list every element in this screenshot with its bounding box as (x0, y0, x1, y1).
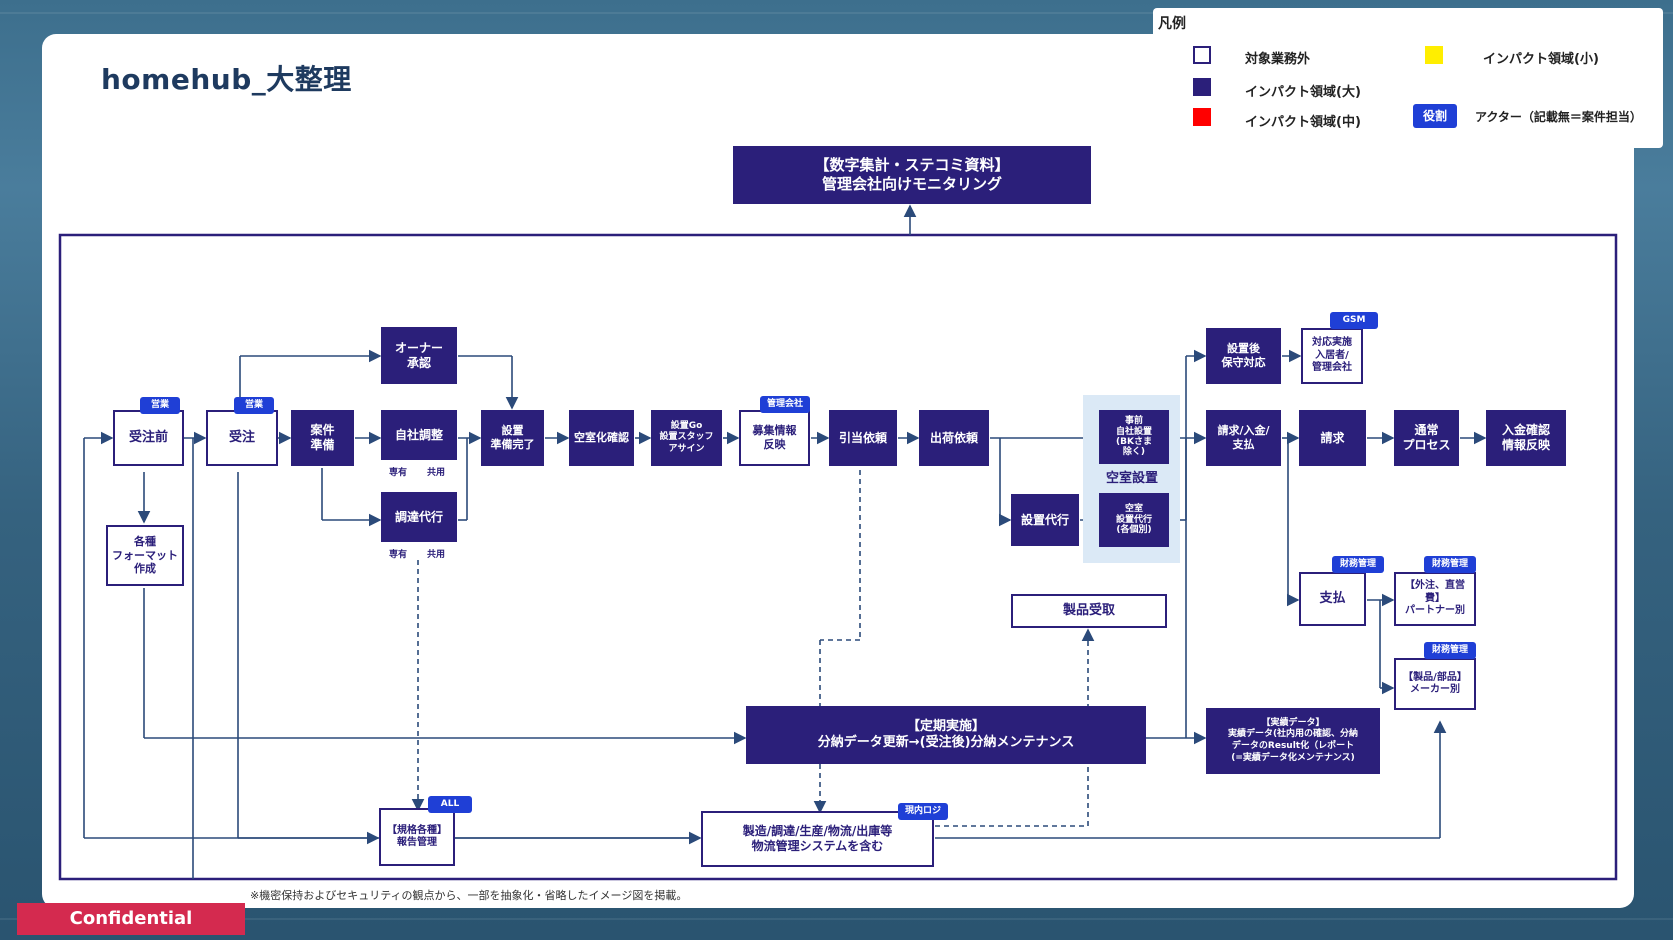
node-normal-process[interactable]: 通常 プロセス (1394, 410, 1459, 466)
legend-label-out-of-scope: 対象業務外 (1245, 52, 1311, 67)
legend-label-medium: インパクト領域(中) (1245, 115, 1361, 130)
label-vacant-install: 空室設置 (1105, 470, 1158, 486)
background-wave (0, 918, 1673, 920)
node-billing-payment[interactable]: 請求/入金/ 支払 (1206, 410, 1281, 466)
node-partner-breakdown[interactable]: 【外注、直営費】 パートナー別 (1394, 572, 1476, 626)
actor-tag-gsm: GSM (1330, 312, 1378, 329)
actor-tag-finance: 財務管理 (1424, 556, 1476, 573)
legend-label-small: インパクト領域(小) (1483, 52, 1599, 67)
node-case-prep[interactable]: 案件 準備 (291, 410, 354, 466)
node-billing[interactable]: 請求 (1299, 410, 1366, 466)
node-order[interactable]: 受注 (206, 410, 278, 466)
node-shipping-request[interactable]: 出荷依頼 (919, 410, 989, 466)
node-maker-breakdown[interactable]: 【製品/部品】 メーカー別 (1394, 658, 1476, 710)
legend-swatch-out-of-scope (1193, 46, 1211, 64)
page-title: homehub_大整理 (101, 63, 352, 96)
node-install-ready[interactable]: 設置 準備完了 (481, 410, 544, 466)
node-actual-data[interactable]: 【実績データ】 実績データ(社内用の確認、分納 データのResult化（レポート… (1206, 708, 1380, 774)
label-shared: 共用 (427, 468, 446, 478)
actor-tag-management-company: 管理会社 (760, 396, 810, 413)
confidential-banner: Confidential (17, 903, 245, 935)
node-format-create[interactable]: 各種 フォーマット 作成 (106, 525, 184, 586)
node-product-receipt[interactable]: 製品受取 (1011, 594, 1167, 628)
node-payment[interactable]: 支払 (1299, 572, 1366, 626)
actor-tag-sales: 営業 (234, 397, 274, 414)
label-exclusive: 専有 (389, 550, 408, 560)
node-owner-approval[interactable]: オーナー 承認 (381, 327, 457, 384)
legend-swatch-large (1193, 78, 1211, 96)
node-response[interactable]: 対応実施 入居者/ 管理会社 (1301, 328, 1363, 384)
node-install-go[interactable]: 設置Go 設置スタッフ アサイン (651, 410, 722, 466)
legend-label-large: インパクト領域(大) (1245, 85, 1361, 100)
node-periodic-maintenance[interactable]: 【定期実施】 分納データ更新→(受注後)分納メンテナンス (746, 706, 1146, 764)
node-logistics-system[interactable]: 製造/調達/生産/物流/出庫等 物流管理システムを含む (701, 811, 934, 867)
legend-label-actor: アクター（記載無＝案件担当） (1475, 110, 1642, 124)
node-post-install-maintenance[interactable]: 設置後 保守対応 (1206, 328, 1281, 384)
node-in-house-adjust[interactable]: 自社調整 (381, 410, 457, 460)
actor-tag-all: ALL (428, 796, 472, 813)
node-vacant-agency[interactable]: 空室 設置代行 (各個別) (1099, 493, 1169, 547)
legend-actor-tag: 役割 (1413, 104, 1457, 128)
node-procurement[interactable]: 調達代行 (381, 492, 457, 542)
actor-tag-finance: 財務管理 (1424, 642, 1476, 659)
legend-panel: 凡例 対象業務外 インパクト領域(大) インパクト領域(中) インパクト領域(小… (1153, 8, 1663, 148)
monitoring-box[interactable]: 【数字集計・ステコミ資料】 管理会社向けモニタリング (733, 146, 1091, 204)
node-report-management[interactable]: 【規格各種】 報告管理 (379, 808, 455, 866)
label-shared: 共用 (427, 550, 446, 560)
node-install-agency[interactable]: 設置代行 (1011, 494, 1079, 546)
node-payment-confirm[interactable]: 入金確認 情報反映 (1486, 410, 1566, 466)
legend-heading: 凡例 (1158, 16, 1186, 32)
label-exclusive: 専有 (389, 468, 408, 478)
node-listing-update[interactable]: 募集情報 反映 (739, 410, 810, 466)
actor-tag-sales: 営業 (140, 397, 180, 414)
node-vacancy-check[interactable]: 空室化確認 (569, 410, 634, 466)
node-allocation-request[interactable]: 引当依頼 (829, 410, 897, 466)
actor-tag-finance: 財務管理 (1332, 556, 1384, 573)
node-advance-install[interactable]: 事前 自社設置 (BKさま 除く) (1099, 410, 1169, 464)
footnote: ※機密保持およびセキュリティの観点から、一部を抽象化・省略したイメージ図を掲載。 (250, 889, 688, 902)
background-wave (0, 12, 1673, 14)
actor-tag-logistics: 現内ロジ (898, 803, 948, 820)
node-pre-order[interactable]: 受注前 (113, 410, 184, 466)
legend-swatch-small (1425, 46, 1443, 64)
legend-swatch-medium (1193, 108, 1211, 126)
